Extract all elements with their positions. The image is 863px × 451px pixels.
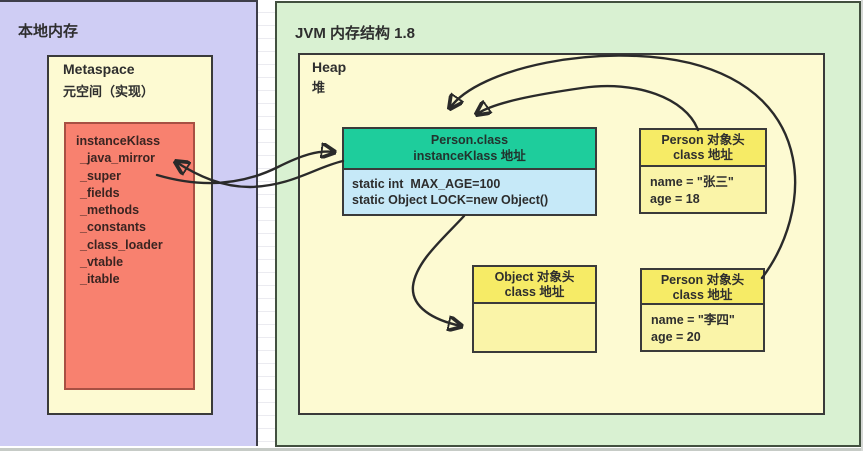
person-class-instanceklass-address: instanceKlass 地址 (413, 148, 526, 163)
name-field: name = "张三" (650, 175, 734, 189)
instanceklass-field-itable: _itable (80, 272, 120, 287)
object-header-label: Person 对象头 (660, 273, 745, 287)
person-object-zhangsan-header: Person 对象头 class 地址 (641, 130, 765, 167)
heap-title: Heap (312, 59, 347, 75)
instanceklass-field-methods: _methods (80, 203, 140, 218)
metaspace-subtitle: 元空间（实现） (63, 84, 155, 99)
age-field: age = 18 (650, 192, 700, 206)
object-header-label: Person 对象头 (661, 133, 745, 147)
instanceklass-field-fields: _fields (80, 185, 120, 200)
person-class-header: Person.class instanceKlass 地址 (344, 129, 595, 170)
object-object-fields (474, 304, 595, 311)
local-memory-title: 本地内存 (18, 23, 79, 40)
right-shadow (861, 0, 863, 451)
person-object-lisi-fields: name = "李四" age = 20 (642, 305, 763, 346)
class-address-label: class 地址 (504, 285, 565, 299)
heap-box: Heap 堆 (298, 53, 825, 415)
static-max-age-line: static int MAX_AGE=100 (352, 177, 501, 191)
instanceklass-field-constants: _constants (80, 220, 146, 235)
person-object-zhangsan-box: Person 对象头 class 地址 name = "张三" age = 18 (639, 128, 767, 214)
object-header-label: Object 对象头 (494, 270, 575, 284)
person-class-name: Person.class (430, 133, 509, 147)
instanceklass-title: instanceKlass (76, 134, 161, 148)
heap-subtitle: 堆 (312, 80, 326, 95)
person-object-lisi-header: Person 对象头 class 地址 (642, 270, 763, 305)
person-object-lisi-box: Person 对象头 class 地址 name = "李四" age = 20 (640, 268, 765, 352)
class-address-label: class 地址 (672, 288, 733, 302)
jvm-memory-title: JVM 内存结构 1.8 (295, 25, 416, 42)
bottom-shadow (0, 448, 863, 451)
age-field: age = 20 (651, 330, 701, 344)
object-object-box: Object 对象头 class 地址 (472, 265, 597, 353)
person-object-zhangsan-fields: name = "张三" age = 18 (641, 167, 765, 208)
instanceklass-field-super: _super (80, 168, 121, 183)
person-class-box: Person.class instanceKlass 地址 static int… (342, 127, 597, 216)
class-address-label: class 地址 (673, 148, 733, 162)
object-object-header: Object 对象头 class 地址 (474, 267, 595, 304)
name-field: name = "李四" (651, 313, 735, 327)
person-class-static-section: static int MAX_AGE=100 static Object LOC… (344, 170, 595, 208)
instanceklass-field-vtable: _vtable (80, 255, 124, 270)
instanceklass-box: instanceKlass _java_mirror _super _field… (64, 122, 195, 390)
instanceklass-field-java-mirror: _java_mirror (80, 151, 156, 166)
instanceklass-field-class-loader: _class_loader (80, 237, 163, 252)
static-lock-line: static Object LOCK=new Object() (352, 193, 549, 207)
metaspace-title: Metaspace (63, 61, 135, 77)
